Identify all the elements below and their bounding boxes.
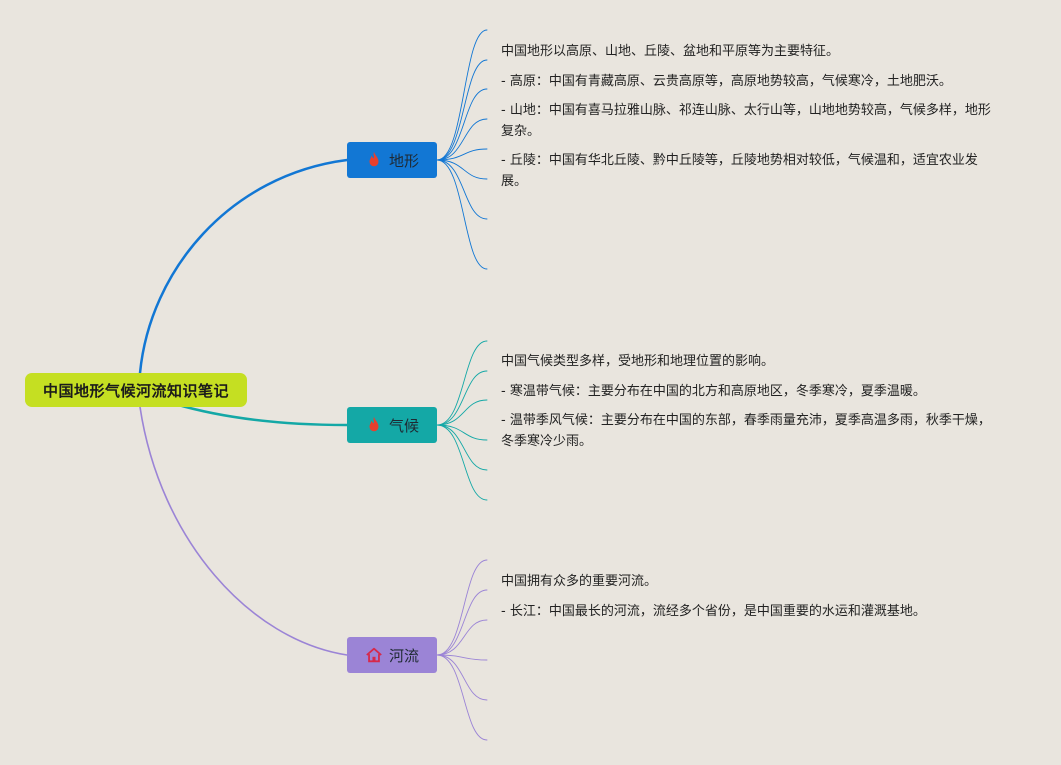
leaf-text: - 寒温带气候：主要分布在中国的北方和高原地区，冬季寒冷，夏季温暖。 [501, 384, 926, 399]
leaf-text: 中国气候类型多样，受地形和地理位置的影响。 [501, 354, 775, 369]
fan-line [436, 59, 488, 161]
leaf-text: - 高原：中国有青藏高原、云贵高原等，高原地势较高，气候寒冷，土地肥沃。 [501, 74, 952, 89]
fan-line [436, 340, 488, 426]
fan-line [436, 654, 488, 741]
fan-line [436, 370, 488, 426]
fan-line [436, 118, 488, 161]
fan-line [436, 559, 488, 656]
fan-line [436, 399, 488, 426]
fan-line [436, 29, 488, 161]
fan-line [436, 589, 488, 656]
branch-label: 气候 [388, 416, 419, 435]
root-node[interactable]: 中国地形气候河流知识笔记 [25, 373, 247, 407]
fan-line [436, 654, 488, 701]
fan-line [436, 424, 488, 471]
flame-icon [369, 416, 379, 432]
fan-line [436, 654, 488, 661]
branch-node-terrain[interactable]: 地形 [347, 142, 437, 178]
root-title: 中国地形气候河流知识笔记 [42, 381, 229, 400]
branch-node-climate[interactable]: 气候 [347, 407, 437, 443]
leaf-text: - 长江：中国最长的河流，流经多个省份，是中国重要的水运和灌溉基地。 [501, 604, 926, 619]
fan-line [436, 88, 488, 161]
leaf-text: - 山地：中国有喜马拉雅山脉、祁连山脉、太行山等，山地地势较高，气候多样，地形复… [501, 103, 991, 139]
fan-line [436, 424, 488, 501]
leaf-text: - 丘陵：中国有华北丘陵、黔中丘陵等，丘陵地势相对较低，气候温和，适宜农业发展。 [501, 153, 978, 189]
fan-line [436, 148, 488, 161]
connector-climate [173, 402, 349, 427]
fan-line [436, 159, 488, 180]
leaf-text: 中国拥有众多的重要河流。 [501, 574, 658, 589]
branch-label: 河流 [388, 646, 419, 665]
leaf-text: - 温带季风气候：主要分布在中国的东部，春季雨量充沛，夏季高温多雨，秋季干燥，冬… [501, 413, 991, 449]
fan-line [436, 424, 488, 441]
branch-label: 地形 [388, 151, 419, 170]
leaf-text: 中国地形以高原、山地、丘陵、盆地和平原等为主要特征。 [501, 44, 840, 59]
house-icon [366, 647, 382, 663]
connector-rivers [139, 406, 348, 656]
fan-line [436, 619, 488, 656]
branch-node-rivers[interactable]: 河流 [347, 637, 437, 673]
fan-line [436, 159, 488, 270]
fan-line [436, 159, 488, 220]
connector-terrain [138, 158, 349, 375]
flame-icon [369, 151, 379, 167]
